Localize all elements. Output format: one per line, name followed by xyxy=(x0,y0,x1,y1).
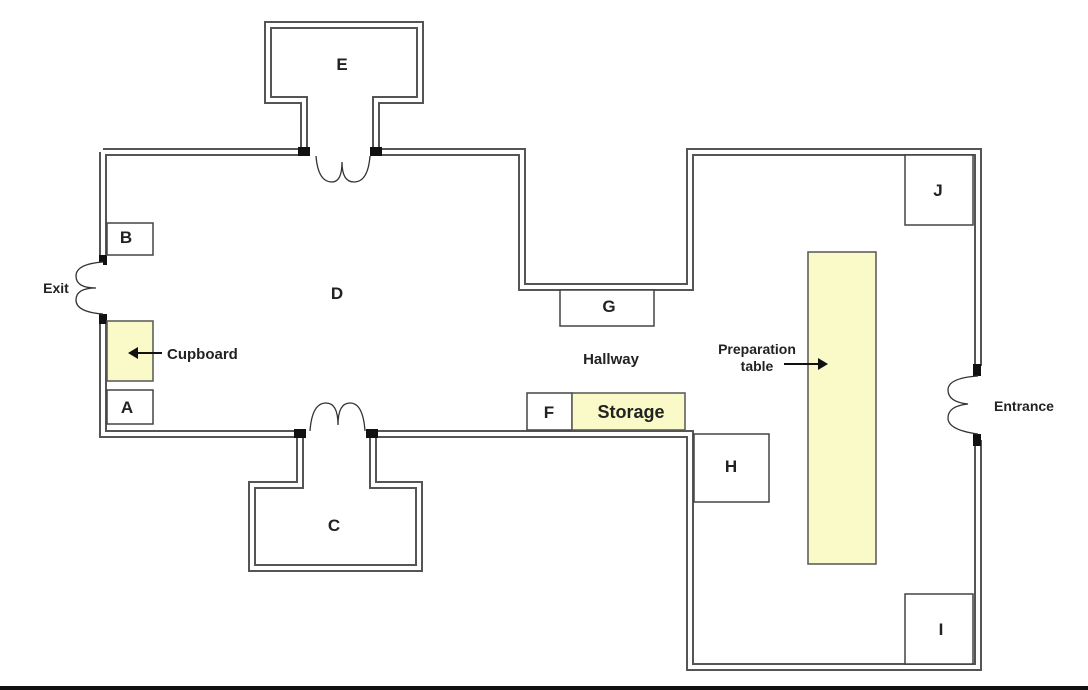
cupboard-label: Cupboard xyxy=(167,346,238,363)
room-b-box xyxy=(106,222,154,256)
room-i-box xyxy=(904,593,974,665)
door-exit[interactable] xyxy=(75,261,104,315)
room-c-label: C xyxy=(328,516,340,535)
bottom-border xyxy=(0,686,1088,690)
cupboard-arrow xyxy=(128,347,162,359)
storage-label: Storage xyxy=(597,402,664,422)
storage-box xyxy=(571,392,686,431)
preparation-table-arrow xyxy=(784,358,828,370)
door-entrance[interactable] xyxy=(947,375,979,435)
cupboard-box xyxy=(106,320,154,382)
hallway-label: Hallway xyxy=(583,351,640,368)
preparation-table-label-line2: table xyxy=(741,358,774,374)
preparation-table-label-line1: Preparation xyxy=(718,341,796,357)
door-top[interactable] xyxy=(315,155,371,183)
preparation-table-box xyxy=(807,251,877,565)
room-a-box xyxy=(106,389,154,425)
room-i-label: I xyxy=(939,620,944,639)
room-a-label: A xyxy=(121,398,133,417)
room-f-label: F xyxy=(544,403,554,422)
room-h-label: H xyxy=(725,457,737,476)
door-bottom[interactable] xyxy=(309,402,366,432)
room-g-box xyxy=(559,289,655,327)
room-j-box xyxy=(904,154,974,226)
walls xyxy=(99,21,982,671)
room-f-box xyxy=(526,392,573,431)
room-d-label: D xyxy=(331,284,343,303)
room-g-label: G xyxy=(602,297,615,316)
exit-label: Exit xyxy=(43,280,69,296)
door-jambs xyxy=(99,147,981,446)
room-e-label: E xyxy=(336,55,347,74)
room-j-label: J xyxy=(933,181,942,200)
room-h-box xyxy=(693,433,770,503)
room-b-label: B xyxy=(120,228,132,247)
entrance-label: Entrance xyxy=(994,398,1054,414)
